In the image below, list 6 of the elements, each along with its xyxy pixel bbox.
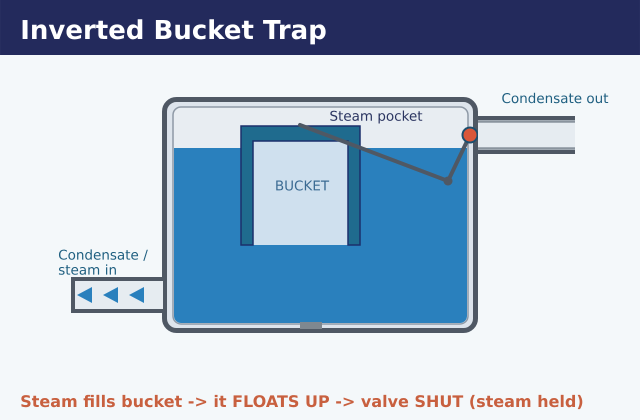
pipe-label: Condensate / steam in	[58, 249, 148, 275]
bucket: BUCKET	[240, 125, 361, 246]
region-label: Steam pocket	[330, 110, 422, 124]
pipe-label: Condensate out	[502, 92, 608, 104]
caption: Steam fills bucket -> it FLOATS UP -> valve SHUT (steam held)	[21, 394, 582, 410]
title-bar: Inverted Bucket Trap	[0, 0, 640, 55]
